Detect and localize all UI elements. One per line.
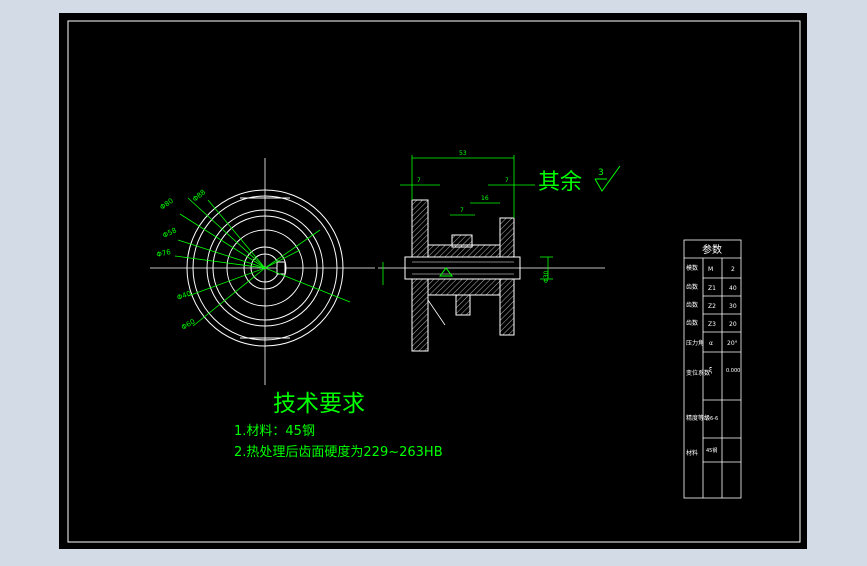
row-4-symbol: α [709, 340, 713, 347]
outer-circle-2 [192, 195, 338, 341]
datum-triangle [439, 267, 453, 277]
tech-requirements: 技术要求 1.材料：45钢 2.热处理后齿面硬度为229~263HB [234, 391, 443, 460]
middle-circle [206, 209, 324, 327]
row-4-label: 压力角 [686, 339, 704, 347]
row-1-value: 40 [729, 285, 737, 292]
roughness-value: 3 [598, 168, 604, 178]
row-7-label: 材料 [686, 449, 698, 457]
row-6-value: 7-6-6 [705, 416, 718, 422]
hub-bottom [427, 278, 501, 296]
tech-item-2: 2.热处理后齿面硬度为229~263HB [234, 444, 443, 460]
row-6-label: 精度等级 [686, 414, 710, 422]
dim-label-3: Φ76 [156, 248, 172, 259]
dim-top: 53 [459, 150, 467, 157]
inner-circle [226, 229, 304, 307]
row-5-label: 变位系数 [686, 369, 710, 377]
outer-circle [186, 189, 344, 347]
table-header: 参数 [702, 243, 722, 256]
param-table [683, 239, 742, 499]
row-1-label: 齿数 [686, 283, 698, 291]
front-view-dimensions [174, 197, 351, 327]
leader-line [427, 299, 446, 326]
dim-left: 7 [417, 177, 421, 184]
row-3-symbol: Z3 [708, 321, 716, 328]
middle-circle-2 [212, 215, 318, 321]
hub-circle [243, 246, 287, 290]
row-0-symbol: M [708, 266, 713, 273]
dim-inner-a: 7 [460, 207, 464, 214]
row-3-label: 齿数 [686, 319, 698, 327]
sheet-frame [67, 20, 801, 543]
row-5-symbol: ξ [709, 367, 712, 374]
row-4-value: 20° [727, 340, 738, 347]
tech-item-1: 1.材料：45钢 [234, 424, 315, 439]
keyway [276, 261, 286, 275]
rib-1 [455, 294, 471, 316]
param-table-text: 参数 模数 M 2 齿数 Z1 40 齿数 Z2 30 齿数 Z3 20 压力角… [686, 243, 740, 457]
row-0-label: 模数 [686, 264, 698, 272]
row-2-label: 齿数 [686, 301, 698, 309]
tech-title: 技术要求 [273, 391, 365, 417]
front-view [150, 158, 375, 385]
dim-bore: Φ30 [543, 270, 550, 283]
bore [404, 256, 521, 280]
roughness-symbol [594, 165, 621, 192]
section-dimensions [382, 155, 553, 285]
right-flange-bottom [499, 278, 515, 336]
dim-inner-b: 16 [481, 195, 489, 202]
row-5-value: 0.000 [726, 368, 740, 374]
section-dim-labels: 53 7 7 7 16 Φ30 [417, 150, 550, 283]
right-flange-top [499, 217, 515, 258]
row-1-symbol: Z1 [708, 285, 716, 292]
section-view [378, 199, 605, 352]
row-3-value: 20 [729, 321, 737, 328]
roughness-note: 其余 3 [538, 165, 621, 195]
row-2-value: 30 [729, 303, 737, 310]
row-2-symbol: Z2 [708, 303, 716, 310]
roughness-text: 其余 [538, 170, 582, 195]
row-0-value: 2 [731, 266, 735, 273]
dim-right: 7 [505, 177, 509, 184]
row-7-value: 45钢 [706, 447, 717, 454]
rib-2 [451, 234, 473, 248]
left-flange-bottom [411, 278, 429, 352]
left-flange-top [411, 199, 429, 258]
